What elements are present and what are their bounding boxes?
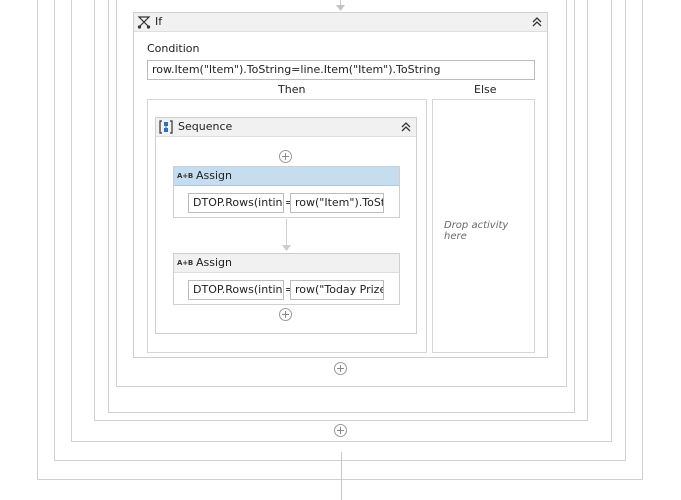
sequence-activity-icon bbox=[159, 120, 173, 134]
assign-1-value-input[interactable]: row("Item").ToStrin bbox=[290, 193, 384, 213]
outer-frame-4 bbox=[94, 0, 588, 421]
assign-2-title: Assign bbox=[196, 256, 232, 269]
else-label: Else bbox=[474, 83, 497, 96]
sequence-header[interactable]: Sequence bbox=[156, 118, 416, 137]
assign-2-badge: A+B bbox=[177, 259, 194, 267]
else-panel[interactable]: Drop activity here bbox=[432, 99, 535, 353]
condition-label: Condition bbox=[147, 42, 200, 55]
assign-2-value-input[interactable]: row("Today Prize") bbox=[290, 280, 384, 300]
outer-frame-2 bbox=[54, 0, 626, 461]
outer-frame-1 bbox=[37, 0, 643, 480]
condition-input[interactable]: row.Item("Item").ToString=line.Item("Ite… bbox=[147, 60, 535, 80]
connector-arrow-icon bbox=[336, 5, 345, 11]
assign-activity-2[interactable]: A+B Assign DTOP.Rows(intinde = row("Toda… bbox=[173, 253, 400, 305]
assign-1-header[interactable]: A+B Assign bbox=[174, 167, 399, 186]
assign-2-equals: = bbox=[285, 283, 294, 296]
assign-connector bbox=[286, 219, 287, 247]
assign-1-title: Assign bbox=[196, 169, 232, 182]
add-activity-after-if-plus-icon[interactable] bbox=[334, 362, 347, 375]
then-label: Then bbox=[278, 83, 306, 96]
add-activity-outer-plus-icon[interactable] bbox=[334, 424, 347, 437]
if-activity-icon bbox=[137, 16, 151, 29]
bottom-connector bbox=[341, 452, 342, 500]
top-connector bbox=[340, 0, 341, 8]
assign-connector-arrow-icon bbox=[282, 245, 291, 251]
assign-2-to-input[interactable]: DTOP.Rows(intinde bbox=[188, 280, 284, 300]
if-collapse-icon[interactable] bbox=[530, 15, 544, 29]
outer-frame-3 bbox=[71, 0, 612, 442]
assign-1-equals: = bbox=[285, 196, 294, 209]
assign-2-header[interactable]: A+B Assign bbox=[174, 254, 399, 273]
outer-frame-5 bbox=[108, 0, 575, 413]
else-drop-placeholder: Drop activity here bbox=[444, 220, 509, 242]
assign-1-badge: A+B bbox=[177, 172, 194, 180]
sequence-collapse-icon[interactable] bbox=[399, 120, 413, 134]
add-activity-top-plus-icon[interactable] bbox=[279, 150, 292, 163]
if-header[interactable]: If bbox=[134, 13, 547, 32]
add-activity-bottom-plus-icon[interactable] bbox=[279, 308, 292, 321]
assign-1-to-input[interactable]: DTOP.Rows(intinde bbox=[188, 193, 284, 213]
assign-activity-1[interactable]: A+B Assign DTOP.Rows(intinde = row("Item… bbox=[173, 166, 400, 218]
if-title: If bbox=[155, 15, 163, 28]
outer-frame-6 bbox=[116, 0, 567, 387]
sequence-title: Sequence bbox=[178, 120, 233, 133]
